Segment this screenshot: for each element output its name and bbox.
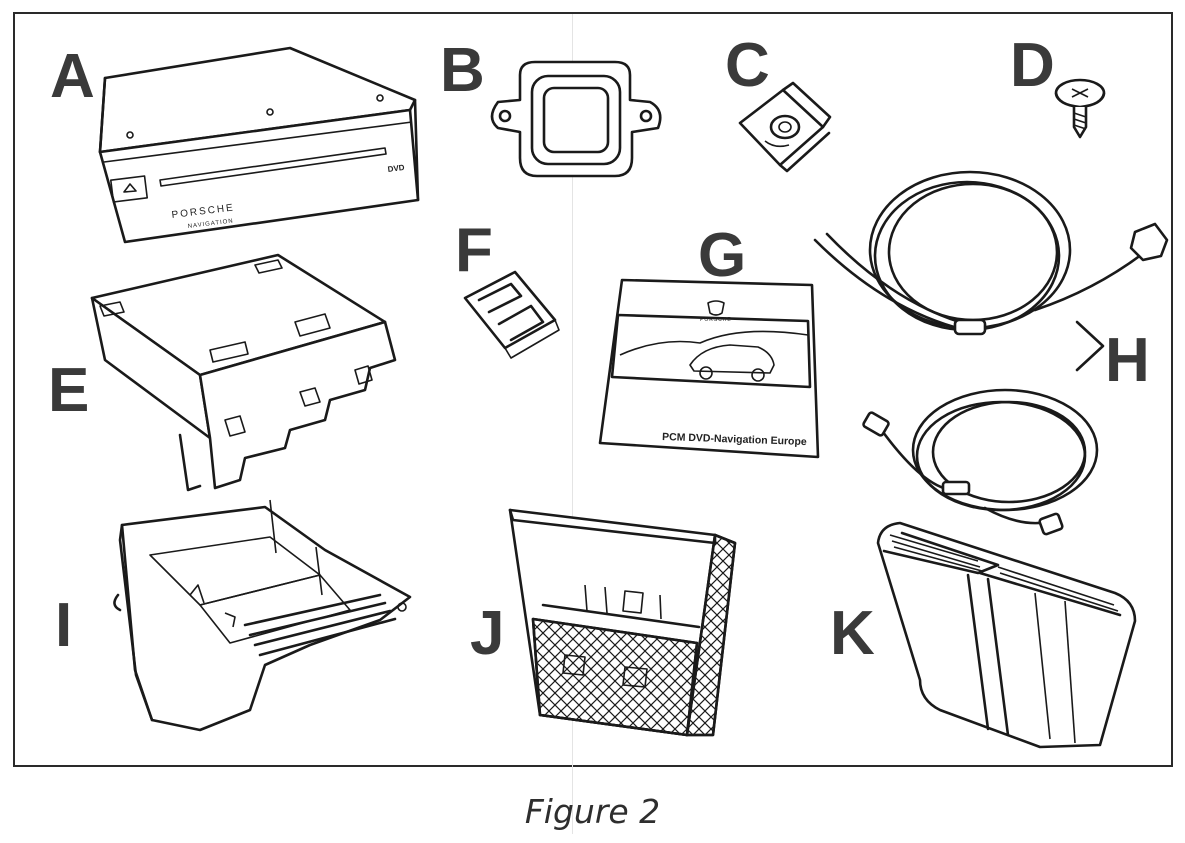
storage-box-icon [508,508,737,737]
part-a: A PORSCHE NAVIGATION DVD [40,40,440,250]
spring-clip-icon [463,270,560,359]
brand-subtitle: NAVIGATION [188,218,235,230]
manual-booklet-icon: PORSCHE PCM DVD-Navigation Europe [598,278,820,459]
part-label: G [698,221,747,290]
screw-icon [1054,78,1106,139]
frame-gasket-icon [490,60,662,178]
part-label: J [470,599,505,668]
figure-caption: Figure 2 [524,792,661,831]
part-label: A [50,42,95,111]
part-label: K [830,599,875,668]
part-f: F [455,220,575,370]
part-k: K [830,505,1150,755]
figure-frame [13,12,1173,767]
part-d: D [1010,35,1120,145]
part-label: C [725,31,770,100]
part-e: E [40,250,410,500]
mounting-bracket-icon [90,253,397,492]
page-fold-line [572,14,573,834]
part-i: I [40,495,430,745]
carrier-tray-icon [113,499,412,732]
disc-logo: DVD [387,163,405,174]
part-label: H [1105,326,1150,395]
part-b: B [440,40,680,190]
booklet-brand: PORSCHE [700,317,732,323]
part-j: J [465,495,755,745]
trim-cover-icon [876,521,1137,749]
part-c: C [725,35,855,185]
part-g: G PORSCHE PCM DVD-Navigation Europe [590,225,830,470]
speed-nut-icon [738,81,832,173]
cable-harness-icon [813,170,1169,536]
navigation-unit-icon: PORSCHE NAVIGATION DVD [98,46,420,244]
part-h: H [805,160,1175,550]
booklet-title: PCM DVD-Navigation Europe [662,431,807,448]
part-label: F [455,216,493,285]
part-label: D [1010,31,1055,100]
part-label: E [48,356,90,425]
part-label: I [55,591,73,660]
part-label: B [440,36,485,105]
